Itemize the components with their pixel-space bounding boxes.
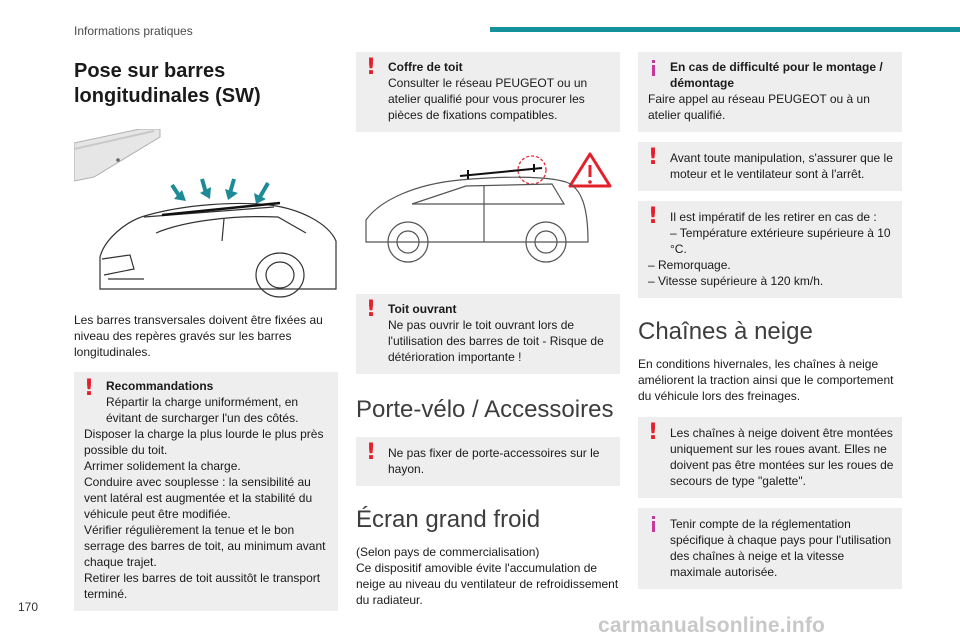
warning-exclamation-icon: !	[366, 440, 377, 465]
notice-line: Vérifier régulièrement la tenue et le bo…	[84, 523, 326, 569]
column-right: En cas de difficulté pour le montage / d…	[638, 52, 902, 589]
notice-title: Coffre de toit	[388, 60, 463, 74]
warning-exclamation-icon: !	[648, 204, 659, 229]
notice-text: Faire appel au réseau PEUGEOT ou à un at…	[648, 92, 870, 122]
warning-exclamation-icon: !	[84, 376, 95, 401]
info-icon	[652, 516, 655, 532]
chaines-avant-notice: ! Les chaînes à neige doivent être monté…	[638, 417, 902, 498]
notice-line: Retirer les barres de toit aussitôt le t…	[84, 571, 321, 601]
notice-line: Conduire avec souplesse : la sensibilité…	[84, 475, 313, 521]
notice-text: Il est impératif de les retirer en cas d…	[670, 210, 877, 224]
running-header: Informations pratiques	[74, 24, 193, 38]
section-title-ecran: Écran grand froid	[356, 506, 541, 533]
notice-line: Répartir la charge uniformément, en évit…	[106, 395, 299, 425]
watermark: carmanualsonline.info	[598, 614, 826, 637]
notice-text: Ne pas fixer de porte-accessoires sur le…	[388, 446, 600, 476]
column-left: Pose sur barres longitudinales (SW)	[73, 52, 338, 611]
notice-text: Les chaînes à neige doivent être montées…	[670, 426, 894, 488]
reglementation-info-notice: Tenir compte de la réglementation spécif…	[638, 508, 902, 589]
notice-title: En cas de difficulté pour le montage / d…	[670, 60, 883, 90]
montage-info-notice: En cas de difficulté pour le montage / d…	[638, 52, 902, 132]
section-title-barres: Pose sur barres longitudinales (SW)	[74, 60, 261, 107]
notice-title: Toit ouvrant	[388, 302, 457, 316]
notice-line: Arrimer solidement la charge.	[84, 459, 241, 473]
retirer-notice: ! Il est impératif de les retirer en cas…	[638, 201, 902, 298]
recommandations-notice: ! Recommandations Répartir la charge uni…	[74, 372, 338, 611]
section-title-chaines: Chaînes à neige	[638, 318, 813, 345]
coffre-notice: ! Coffre de toit Consulter le réseau PEU…	[356, 52, 620, 132]
warning-exclamation-icon: !	[366, 55, 377, 80]
notice-text: Ne pas ouvrir le toit ouvrant lors de l'…	[388, 318, 604, 364]
warning-exclamation-icon: !	[648, 420, 659, 445]
notice-line: Disposer la charge la plus lourde le plu…	[84, 427, 324, 457]
list-item: – Vitesse supérieure à 120 km/h.	[648, 274, 824, 288]
info-icon	[652, 60, 655, 76]
notice-text: Consulter le réseau PEUGEOT ou un atelie…	[388, 76, 588, 122]
section-title-porte-velo: Porte-vélo / Accessoires	[356, 396, 614, 423]
column-middle: ! Coffre de toit Consulter le réseau PEU…	[356, 52, 620, 608]
barres-intro-paragraph: Les barres transversales doivent être fi…	[74, 313, 323, 359]
page-number: 170	[18, 600, 39, 614]
notice-text: Tenir compte de la réglementation spécif…	[670, 517, 892, 579]
list-item: – Température extérieure supérieure à 10…	[670, 226, 891, 256]
toit-ouvrant-notice: ! Toit ouvrant Ne pas ouvrir le toit ouv…	[356, 294, 620, 374]
list-item: – Remorquage.	[648, 258, 731, 272]
roof-box-car-illustration	[356, 146, 620, 284]
header-accent-bar	[490, 27, 960, 32]
notice-title: Recommandations	[106, 379, 214, 393]
manipulation-notice: ! Avant toute manipulation, s'assurer qu…	[638, 142, 902, 191]
ecran-paragraph: (Selon pays de commercialisation) Ce dis…	[356, 545, 619, 607]
warning-exclamation-icon: !	[648, 145, 659, 170]
porte-velo-notice: ! Ne pas fixer de porte-accessoires sur …	[356, 437, 620, 486]
notice-text: Avant toute manipulation, s'assurer que …	[670, 151, 893, 181]
chaines-paragraph: En conditions hivernales, les chaînes à …	[638, 357, 894, 403]
roof-bars-illustration	[73, 128, 338, 299]
warning-exclamation-icon: !	[366, 297, 377, 322]
